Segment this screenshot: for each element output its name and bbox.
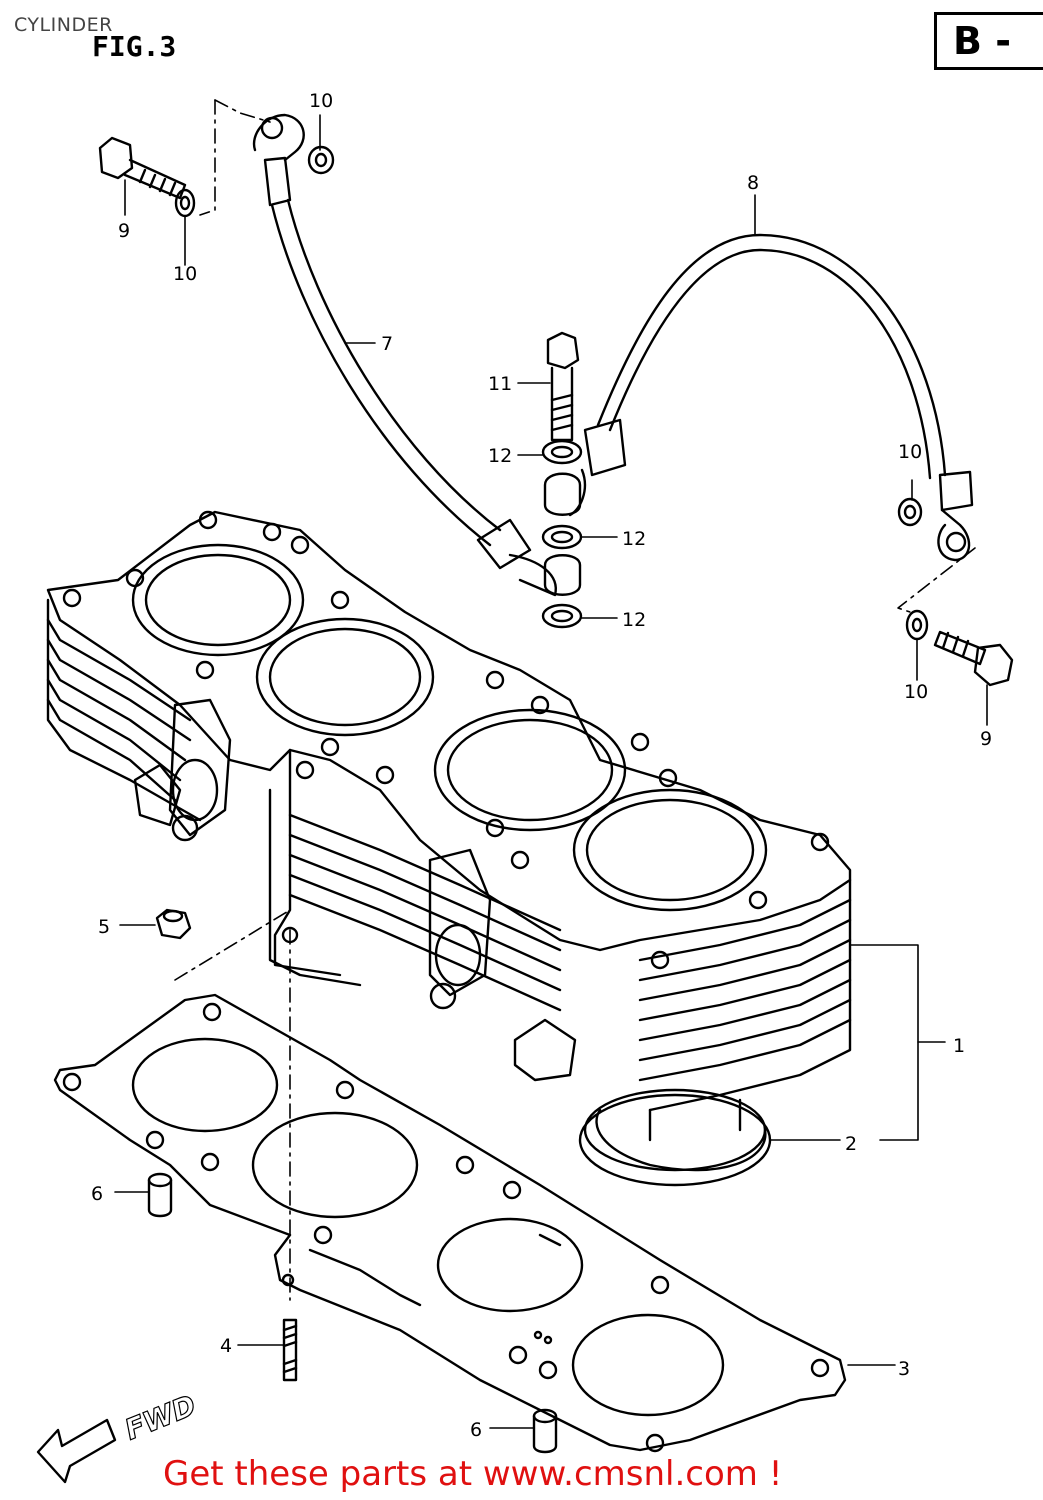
banjo-bolt-11	[546, 331, 580, 442]
callout-9a: 9	[118, 220, 130, 242]
banjo-fitting-b	[543, 554, 582, 596]
forward-arrow-icon	[36, 1418, 117, 1484]
callout-10a: 10	[309, 90, 333, 112]
callout-6b: 6	[470, 1419, 482, 1441]
callout-10d: 10	[904, 681, 928, 703]
callout-10b: 10	[173, 263, 197, 285]
washer-10c	[897, 497, 923, 527]
dowel-pin-6b	[532, 1408, 558, 1454]
callout-1: 1	[953, 1035, 965, 1057]
oil-hose-8	[568, 233, 974, 562]
banjo-bolt-left	[98, 136, 187, 200]
washer-10d	[905, 609, 929, 641]
callout-11: 11	[488, 373, 512, 395]
fwd-label: FWD	[120, 1388, 200, 1446]
nut-5	[155, 908, 192, 940]
callout-5: 5	[98, 916, 110, 938]
washer-10b	[307, 145, 335, 175]
callout-4: 4	[220, 1335, 232, 1357]
callout-2: 2	[845, 1133, 857, 1155]
oil-hose-7	[252, 113, 557, 597]
footer-link[interactable]: Get these parts at www.cmsnl.com !	[163, 1454, 783, 1494]
callout-10c: 10	[898, 441, 922, 463]
callout-6a: 6	[91, 1183, 103, 1205]
dowel-pin-6a	[147, 1172, 173, 1218]
callout-9b: 9	[980, 728, 992, 750]
banjo-bolt-right	[933, 630, 1014, 687]
figure-title: FIG.3	[92, 30, 177, 63]
callout-3: 3	[898, 1358, 910, 1380]
cylinder-block	[46, 510, 852, 1172]
page-reference-box: B -	[934, 12, 1043, 70]
callout-7: 7	[381, 333, 393, 355]
banjo-fitting-a	[543, 472, 582, 516]
callout-12b: 12	[622, 528, 646, 550]
stud-4	[282, 1318, 298, 1382]
callout-12a: 12	[488, 445, 512, 467]
callout-8: 8	[747, 172, 759, 194]
washer-12b	[541, 524, 583, 550]
callout-12c: 12	[622, 609, 646, 631]
washer-12a	[541, 439, 583, 465]
page-reference: B -	[953, 19, 1011, 63]
o-ring	[578, 1093, 772, 1187]
section-title: CYLINDER	[14, 14, 113, 36]
washer-12c	[541, 603, 583, 629]
washer-10a	[174, 188, 196, 218]
base-gasket	[53, 993, 847, 1453]
